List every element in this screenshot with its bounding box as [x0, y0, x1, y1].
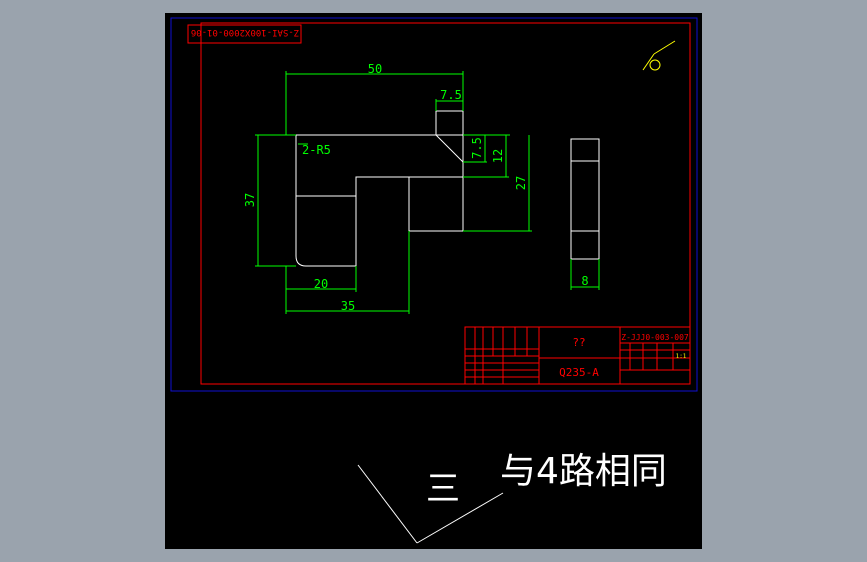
drawing-code-tag: Z-SAI-100X2000-01-06 [187, 24, 302, 44]
dimensions [255, 71, 600, 314]
part-name: ?? [572, 336, 585, 349]
annotation-note: 与4路相同 [500, 451, 667, 492]
side-view-geometry [570, 138, 600, 260]
drawing-number: Z-JJJ0-003-007 [621, 333, 689, 342]
dim-slot-depth: 7.5 [470, 137, 484, 159]
cad-viewport[interactable]: Z-SAI-100X2000-01-06 [165, 13, 702, 549]
annotation-mark: 三 [426, 469, 460, 509]
dimension-texts: 50 7.5 7.5 12 27 37 2-R5 20 35 8 [243, 62, 589, 313]
roughness-icon [642, 40, 676, 71]
dim-12: 12 [491, 149, 505, 163]
scale: 1:1 [676, 353, 687, 360]
paper-border [170, 17, 698, 392]
material: Q235-A [559, 366, 599, 379]
dim-50: 50 [368, 62, 382, 76]
cad-drawing-canvas[interactable]: Z-SAI-100X2000-01-06 [165, 13, 702, 549]
dim-slot-width: 7.5 [440, 88, 462, 102]
front-view-geometry [295, 110, 464, 267]
dim-37: 37 [243, 193, 257, 207]
annotation-leader [357, 464, 504, 544]
drawing-code-text: Z-SAI-100X2000-01-06 [191, 27, 299, 37]
dim-8: 8 [581, 274, 588, 288]
drawing-frame [200, 22, 691, 385]
dim-27: 27 [514, 176, 528, 190]
dim-radius: 2-R5 [302, 143, 331, 157]
dim-35: 35 [341, 299, 355, 313]
title-block-texts: ?? Q235-A Z-JJJ0-003-007 1:1 [559, 333, 689, 379]
title-block [464, 326, 691, 385]
dim-20: 20 [314, 277, 328, 291]
